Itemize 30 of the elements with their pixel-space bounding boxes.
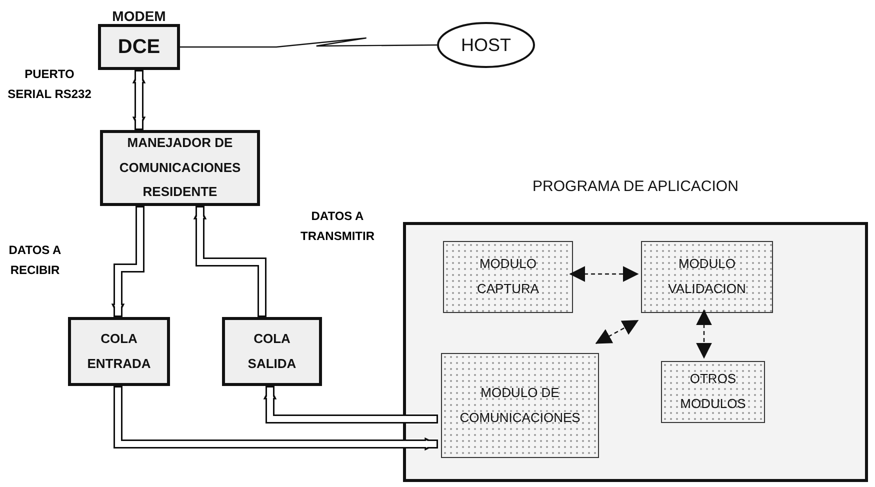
module-box — [641, 241, 773, 313]
arrow — [595, 320, 639, 344]
process-box — [68, 317, 170, 386]
node-text: MANEJADOR DE COMUNICACIONES RESIDENTE — [118, 134, 242, 202]
module-box — [661, 361, 765, 423]
node-text: HOST — [460, 34, 512, 57]
node-text: COLA ENTRADA — [86, 330, 152, 372]
process-box — [100, 130, 260, 206]
heading-text: MODEM — [111, 7, 167, 26]
hollow-arrow — [114, 386, 438, 451]
node-text: COLA SALIDA — [246, 330, 298, 372]
heading-text: PROGRAMA DE APLICACION — [532, 177, 740, 197]
hollow-arrow — [263, 386, 438, 424]
node-text: MODULO CAPTURA — [476, 255, 540, 298]
link-line — [180, 37, 437, 48]
hollow-arrow — [111, 206, 144, 317]
arrow — [696, 309, 712, 359]
module-box — [443, 241, 573, 313]
hollow-arrow — [193, 206, 266, 317]
node-text: DCE — [116, 35, 162, 60]
node-text: MODULO VALIDACION — [667, 255, 747, 298]
annotation-label: DATOS A TRANSMITIR — [300, 208, 376, 246]
node-text: MODULO DE COMUNICACIONES — [458, 384, 582, 426]
module-box — [441, 353, 599, 458]
annotation-label: PUERTO SERIAL RS232 — [6, 66, 92, 104]
arrow — [569, 266, 639, 282]
node-text: OTROS MODULOS — [679, 370, 747, 413]
process-box — [222, 317, 322, 386]
annotation-label: DATOS A RECIBIR — [8, 242, 62, 280]
hollow-arrow — [132, 70, 146, 130]
